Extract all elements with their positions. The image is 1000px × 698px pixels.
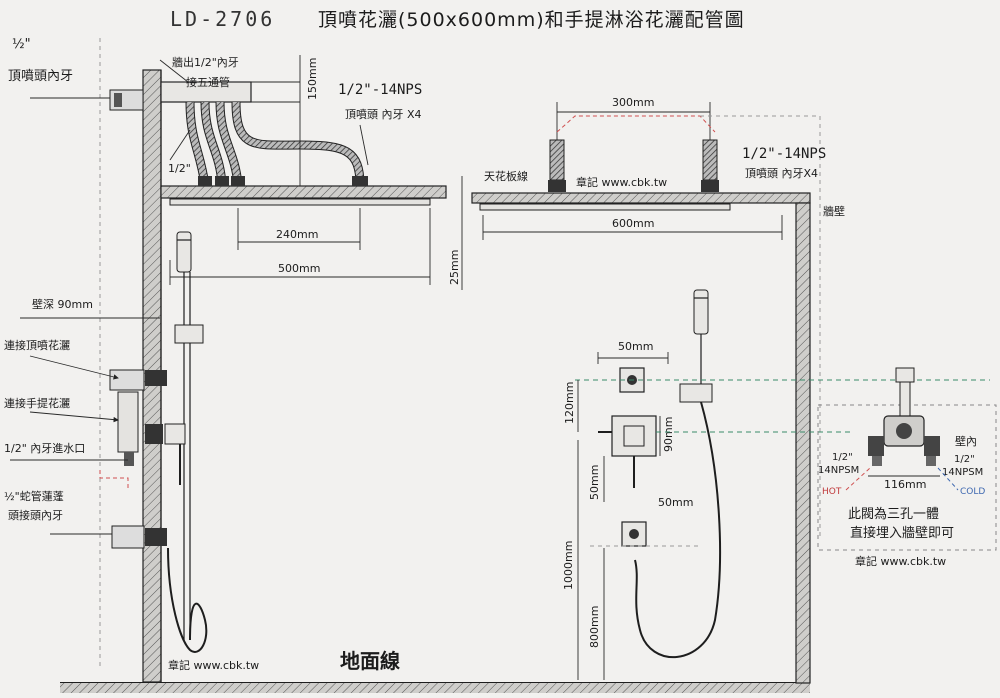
- dim-50mm-top: 50mm: [618, 340, 653, 353]
- label-hot: HOT: [822, 487, 842, 497]
- label-top-female: 頂噴頭內牙: [8, 69, 73, 84]
- watermark-right-top: 章記 www.cbk.tw: [576, 175, 667, 189]
- rain-shower-panel: [169, 198, 431, 206]
- dim-240mm: 240mm: [276, 228, 318, 241]
- valve-detail: 壁內 1/2" 14NPSM 1/2" 14NPSM HOT COLD 116m…: [817, 367, 997, 568]
- label-hose-a: ½"蛇管蓮蓬: [4, 489, 64, 503]
- label-cold: COLD: [960, 487, 985, 497]
- right-nps-label: 1/2"-14NPS: [742, 146, 826, 162]
- label-right-half: 1/2": [954, 454, 975, 465]
- label-hose-b: 頭接頭內牙: [8, 509, 63, 522]
- label-inlet: 1/2" 內牙進水口: [4, 442, 85, 455]
- dim-300mm: 300mm: [612, 96, 654, 109]
- mixer-plate: [611, 415, 657, 457]
- valve-note-line1: 此閥為三孔一體: [848, 506, 939, 522]
- right-ceiling-slab: [471, 192, 811, 204]
- dim-1000mm: 1000mm: [562, 541, 575, 590]
- title-block: LD-2706 頂噴花灑(500x600mm)和手提淋浴花灑配管圖: [170, 7, 745, 31]
- mixer-handle-base: [164, 423, 186, 445]
- label-wall: 牆壁: [823, 204, 845, 218]
- slide-bar-holder: [174, 324, 204, 344]
- dim-800mm: 800mm: [588, 606, 601, 648]
- handheld-head: [176, 231, 192, 273]
- diagram-title: 頂噴花灑(500x600mm)和手提淋浴花灑配管圖: [318, 9, 745, 31]
- right-shower-panel: [479, 203, 731, 211]
- dim-120mm: 120mm: [563, 382, 576, 424]
- label-floor-line: 地面線: [340, 649, 400, 673]
- label-connect-top: 連接頂噴花灑: [4, 338, 70, 352]
- right-front-view: 300mm 1/2"-14NPS 頂噴頭 內牙X4 天花板線 章記 www.cb…: [471, 96, 990, 684]
- hot-inlet: [868, 436, 884, 456]
- model-number: LD-2706: [170, 7, 275, 31]
- label-connect-hand: 連接手提花灑: [4, 396, 70, 410]
- dim-600mm: 600mm: [612, 217, 654, 230]
- dim-25mm: 25mm: [448, 250, 461, 285]
- label-in-wall: 壁內: [955, 434, 977, 448]
- label-left-nps: 14NPSM: [818, 465, 859, 476]
- dim-50mm-low: 50mm: [658, 496, 693, 509]
- label-right-nps: 14NPSM: [942, 467, 983, 478]
- dim-150mm: 150mm: [306, 58, 319, 100]
- dim-90mm: 90mm: [662, 417, 675, 452]
- label-wall-depth: 壁深 90mm: [32, 297, 93, 311]
- top-shower-outlet: [109, 369, 145, 391]
- dim-500mm: 500mm: [278, 262, 320, 275]
- label-ceiling: 天花板線: [484, 169, 528, 183]
- watermark-left: 章記 www.cbk.tw: [168, 658, 259, 672]
- dim-50mm-mid: 50mm: [588, 465, 601, 500]
- cold-inlet: [924, 436, 940, 456]
- valve-note-line2: 直接埋入牆壁即可: [850, 525, 954, 541]
- label-left-half: 1/2": [832, 452, 853, 463]
- watermark-valve: 章記 www.cbk.tw: [855, 554, 946, 568]
- left-nps-label: 1/2"-14NPS: [338, 82, 422, 98]
- front-handheld-head: [693, 289, 709, 335]
- front-holder: [679, 383, 713, 403]
- riser-right: [702, 139, 718, 181]
- label-five-way: 接五通管: [186, 75, 230, 89]
- left-side-view: ½" 頂噴頭內牙 牆出1/2"內牙 接五通管 150mm 1/2"-14NPS …: [4, 37, 810, 693]
- riser-left: [549, 139, 565, 181]
- label-half-inch: ½": [12, 37, 31, 52]
- hose-outlet-fitting: [111, 525, 145, 549]
- label-half-inch-hose: 1/2": [168, 162, 191, 175]
- hand-shower-hose: [167, 547, 208, 653]
- left-ceiling-slab: [160, 185, 447, 199]
- right-nps-sub: 頂噴頭 內牙X4: [745, 167, 818, 180]
- dim-116mm: 116mm: [884, 478, 926, 491]
- label-wall-outlet: 牆出1/2"內牙: [172, 55, 239, 69]
- diverter-body: [117, 391, 139, 453]
- front-hose: [634, 401, 722, 658]
- left-nps-sub: 頂噴頭 內牙 X4: [345, 108, 422, 121]
- right-wall: [795, 202, 811, 684]
